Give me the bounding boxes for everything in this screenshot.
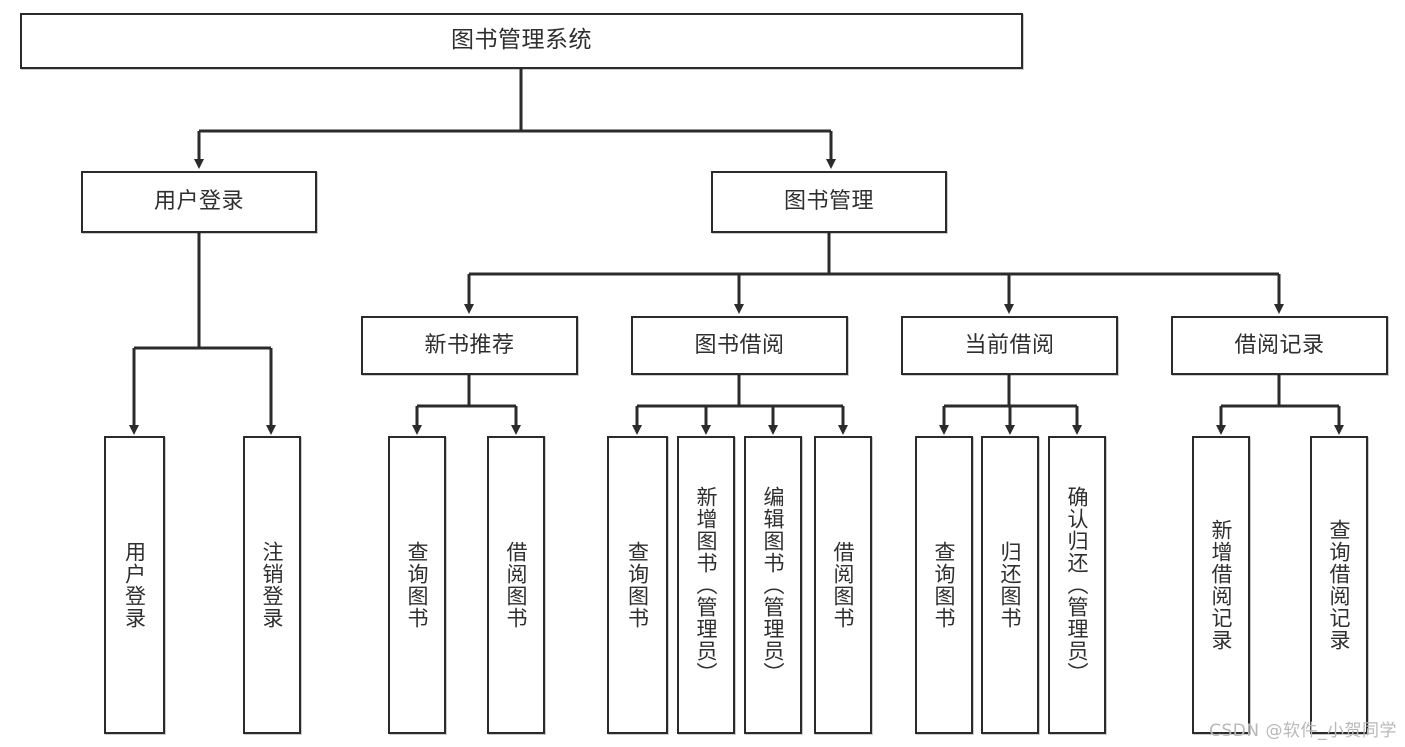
node-leaf-user-login[interactable]: 用户登录	[104, 436, 165, 734]
node-leaf-query-book-1[interactable]: 查询图书	[388, 436, 446, 734]
node-root[interactable]: 图书管理系统	[20, 13, 1023, 69]
node-leaf-logout[interactable]: 注销登录	[243, 436, 301, 734]
node-leaf-return-book[interactable]: 归还图书	[981, 436, 1039, 734]
node-leaf-borrow-book-2[interactable]: 借阅图书	[814, 436, 872, 734]
node-leaf-query-book-2[interactable]: 查询图书	[607, 436, 668, 734]
node-leaf-logout-label: 注销登录	[260, 541, 285, 629]
node-borrow-record[interactable]: 借阅记录	[1171, 316, 1388, 375]
node-leaf-add-record-label: 新增借阅记录	[1209, 519, 1234, 651]
node-leaf-confirm-return-label: 确认归还（管理员）	[1065, 486, 1090, 684]
csdn-watermark: CSDN @软件_小贺同学	[1209, 721, 1397, 741]
node-book-manage-label: 图书管理	[783, 189, 874, 215]
node-current-borrow-label: 当前借阅	[964, 332, 1055, 358]
node-leaf-user-login-label: 用户登录	[122, 541, 147, 629]
node-leaf-borrow-book-1-label: 借阅图书	[504, 541, 529, 629]
node-current-borrow[interactable]: 当前借阅	[901, 316, 1118, 375]
node-borrow-record-label: 借阅记录	[1234, 332, 1325, 358]
node-leaf-query-record-label: 查询借阅记录	[1327, 519, 1352, 651]
node-user-login[interactable]: 用户登录	[81, 171, 317, 233]
node-book-manage[interactable]: 图书管理	[711, 171, 947, 233]
node-user-login-label: 用户登录	[153, 189, 244, 215]
node-leaf-return-book-label: 归还图书	[998, 541, 1023, 629]
node-new-book-recommend[interactable]: 新书推荐	[361, 316, 578, 375]
node-leaf-edit-book[interactable]: 编辑图书（管理员）	[744, 436, 802, 734]
node-root-label: 图书管理系统	[451, 27, 592, 54]
node-leaf-borrow-book-1[interactable]: 借阅图书	[487, 436, 545, 734]
node-leaf-add-book-label: 新增图书（管理员）	[694, 486, 719, 684]
node-leaf-add-record[interactable]: 新增借阅记录	[1192, 436, 1250, 734]
node-book-borrow-label: 图书借阅	[694, 332, 785, 358]
node-leaf-query-book-3[interactable]: 查询图书	[915, 436, 973, 734]
node-leaf-query-book-3-label: 查询图书	[932, 541, 957, 629]
node-leaf-edit-book-label: 编辑图书（管理员）	[761, 486, 786, 684]
node-leaf-borrow-book-2-label: 借阅图书	[831, 541, 856, 629]
node-book-borrow[interactable]: 图书借阅	[631, 316, 848, 375]
node-leaf-query-record[interactable]: 查询借阅记录	[1310, 436, 1368, 734]
node-leaf-query-book-1-label: 查询图书	[405, 541, 430, 629]
node-leaf-add-book[interactable]: 新增图书（管理员）	[677, 436, 735, 734]
node-leaf-confirm-return[interactable]: 确认归还（管理员）	[1048, 436, 1106, 734]
node-leaf-query-book-2-label: 查询图书	[625, 541, 650, 629]
node-new-book-recommend-label: 新书推荐	[424, 332, 515, 358]
